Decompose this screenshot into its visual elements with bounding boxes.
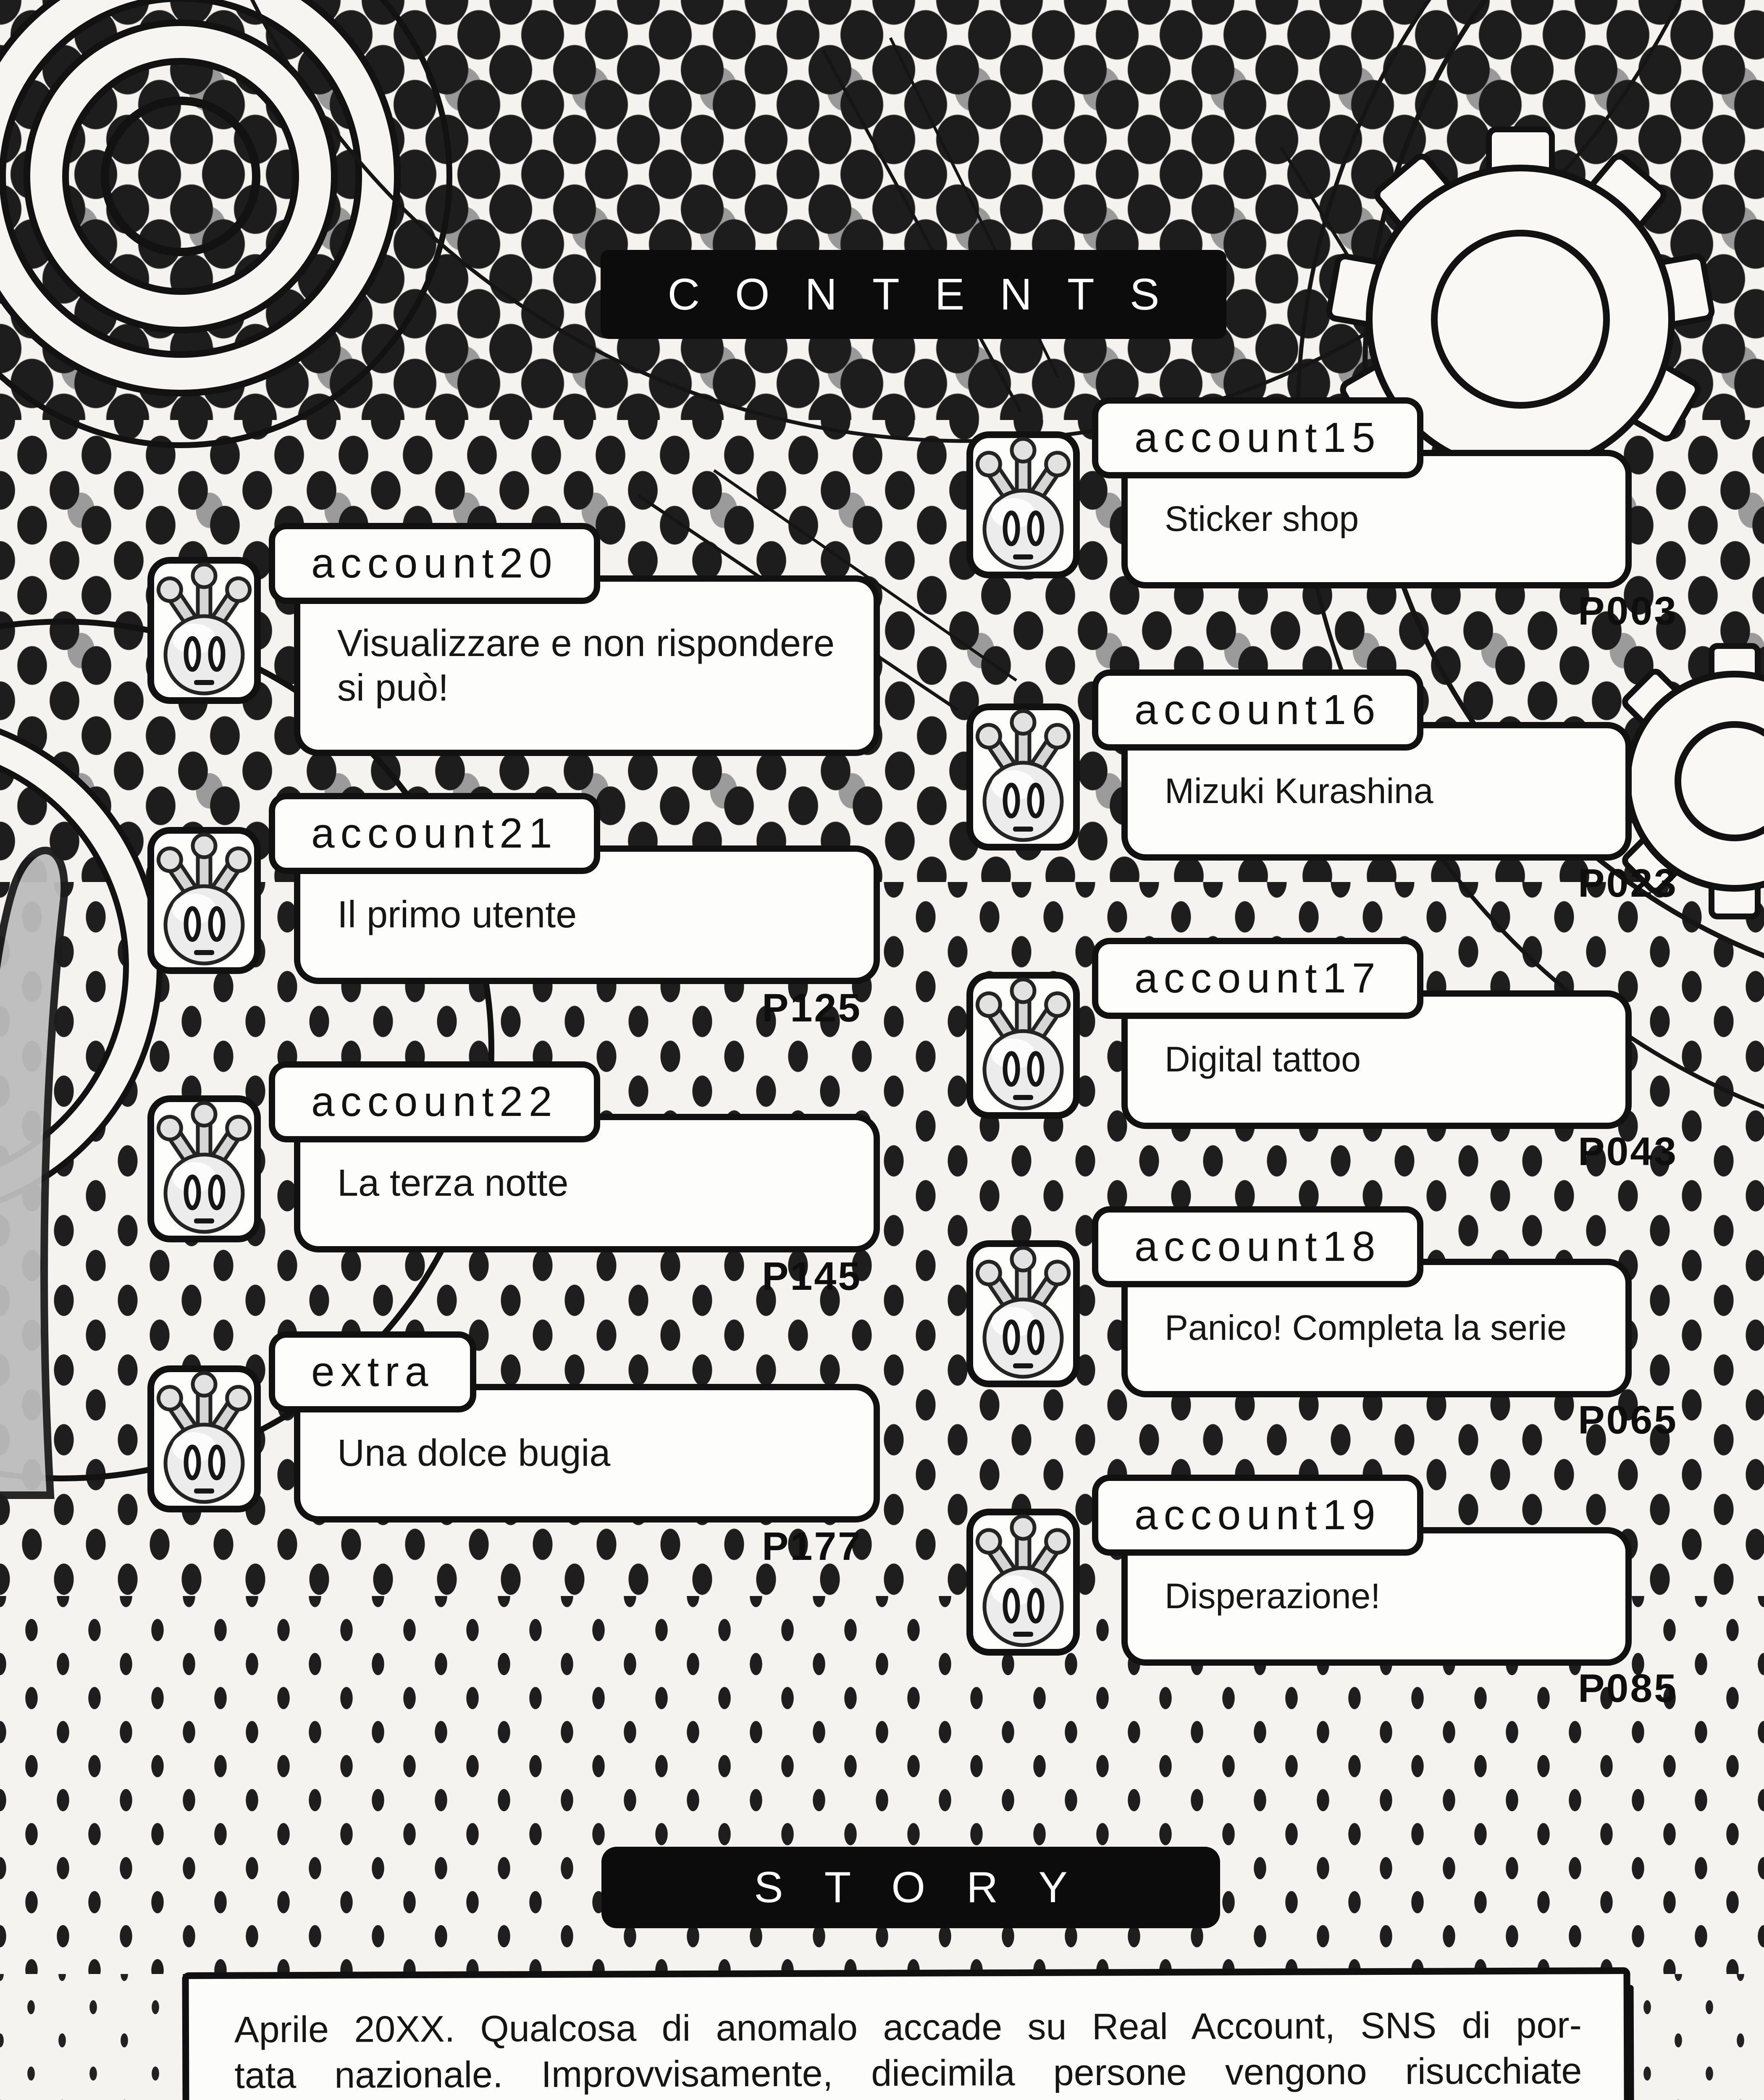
chapter-page-number: P043 bbox=[1578, 1129, 1678, 1174]
chapter-label: account19 bbox=[1134, 1491, 1381, 1538]
chapter-page-number: P125 bbox=[762, 986, 862, 1030]
chapter-label: extra bbox=[311, 1348, 434, 1395]
crown-blob-shape bbox=[0, 847, 68, 1499]
crown-mascot-icon bbox=[147, 1365, 261, 1513]
chapter-title: Mizuki Kurashina bbox=[1165, 771, 1433, 811]
chapter-title: Sticker shop bbox=[1165, 499, 1359, 539]
contents-header: CONTENTS bbox=[601, 250, 1226, 339]
story-line: tata nazionale. Improvvisamente, diecimi… bbox=[234, 2050, 1582, 2096]
toc-entry: Mizuki Kurashina account16 P023 bbox=[966, 669, 1678, 972]
chapter-page-number: P023 bbox=[1578, 861, 1678, 906]
chapter-label-box: account16 bbox=[1092, 669, 1424, 751]
chapter-label: account22 bbox=[311, 1078, 558, 1125]
chapter-page-number: P177 bbox=[762, 1524, 862, 1569]
toc-entry: La terza notte account22 P145 bbox=[147, 1061, 880, 1364]
chapter-page-number: P085 bbox=[1578, 1666, 1678, 1711]
crown-mascot-icon bbox=[147, 1095, 261, 1243]
chapter-label: account17 bbox=[1134, 955, 1381, 1002]
chapter-title: Disperazione! bbox=[1165, 1576, 1381, 1616]
chapter-label-box: extra bbox=[269, 1331, 477, 1412]
chapter-title: Digital tattoo bbox=[1165, 1040, 1361, 1079]
toc-entry: Visualizzare e non rispondere si può! ac… bbox=[147, 523, 880, 825]
chapter-title: Panico! Completa la serie bbox=[1165, 1308, 1567, 1348]
chapter-label-box: account18 bbox=[1092, 1206, 1424, 1287]
chapter-label-box: account22 bbox=[269, 1061, 601, 1142]
story-synopsis-panel: Aprile 20XX. Qualcosa di anomalo accade … bbox=[182, 1967, 1633, 2100]
chapter-title: Il primo utente bbox=[337, 893, 577, 936]
toc-entry: Sticker shop account15 P003 bbox=[966, 397, 1678, 700]
toc-entry: Una dolce bugia extra P177 bbox=[147, 1331, 880, 1634]
crown-mascot-icon bbox=[966, 971, 1080, 1119]
chapter-label-box: account17 bbox=[1092, 938, 1424, 1019]
crown-mascot-icon bbox=[147, 556, 261, 704]
crown-mascot-icon bbox=[966, 703, 1080, 851]
toc-entry: Digital tattoo account17 P043 bbox=[966, 938, 1678, 1240]
story-header-label: STORY bbox=[754, 1863, 1109, 1912]
chapter-page-number: P003 bbox=[1578, 589, 1678, 633]
chapter-label-box: account20 bbox=[269, 523, 601, 604]
crown-mascot-icon bbox=[966, 1240, 1080, 1388]
chapter-page-number: P065 bbox=[1578, 1398, 1678, 1442]
story-header: STORY bbox=[601, 1847, 1220, 1928]
crown-mascot-icon bbox=[966, 1508, 1080, 1656]
toc-entry: Disperazione! account19 P085 bbox=[966, 1475, 1678, 1777]
chapter-label-box: account15 bbox=[1092, 397, 1424, 478]
chapter-label: account20 bbox=[311, 540, 558, 587]
chapter-label-box: account21 bbox=[269, 793, 601, 874]
toc-entry: Panico! Completa la serie account18 P065 bbox=[966, 1206, 1678, 1509]
chapter-title-box: Visualizzare e non rispondere si può! bbox=[294, 575, 880, 756]
chapter-title: Una dolce bugia bbox=[337, 1432, 611, 1474]
chapter-title: Visualizzare e non rispondere si può! bbox=[337, 622, 835, 709]
story-line: Aprile 20XX. Qualcosa di anomalo accade … bbox=[234, 2004, 1582, 2050]
contents-header-label: CONTENTS bbox=[667, 269, 1195, 319]
chapter-page-number: P145 bbox=[762, 1254, 862, 1299]
chapter-label: account16 bbox=[1134, 686, 1381, 733]
chapter-title: La terza notte bbox=[337, 1162, 569, 1204]
chapter-label: account18 bbox=[1134, 1223, 1381, 1270]
chapter-label-box: account19 bbox=[1092, 1475, 1424, 1556]
crown-mascot-icon bbox=[966, 431, 1080, 579]
concentric-rings-icon bbox=[0, 0, 452, 448]
chapter-title-box: La terza notte bbox=[294, 1114, 880, 1252]
chapter-label: account15 bbox=[1134, 414, 1381, 461]
crown-mascot-icon bbox=[147, 827, 261, 974]
toc-entry: Il primo utente account21 P125 bbox=[147, 793, 880, 1095]
chapter-label: account21 bbox=[311, 810, 558, 857]
